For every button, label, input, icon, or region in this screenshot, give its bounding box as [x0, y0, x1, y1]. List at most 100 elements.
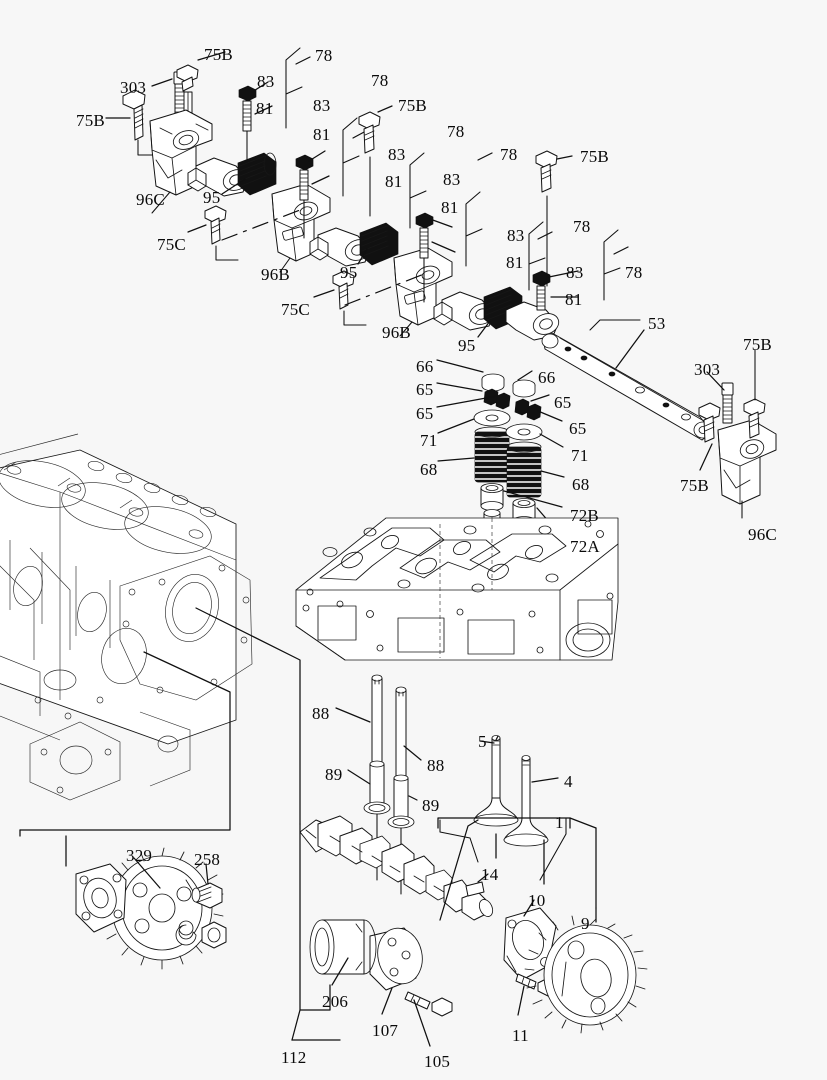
- coil-spring-68-right: [506, 441, 542, 498]
- callout-1-c55: 1: [555, 813, 564, 832]
- rocker-assembly-group-2: [187, 105, 399, 273]
- callout-65-c39: 65: [416, 404, 434, 423]
- adjuster-83-81-arm3: [415, 212, 434, 303]
- callout-303-c3: 303: [120, 78, 147, 97]
- valve-lifter-1: [363, 760, 391, 881]
- adjuster-83-81-arm1: [238, 85, 257, 169]
- oil-pump-hub: [75, 863, 127, 933]
- bolt-75b-right-vertical: [743, 398, 766, 439]
- callout-71-c42: 71: [571, 446, 589, 465]
- callout-81-c25: 81: [506, 253, 524, 272]
- callout-329-c56: 329: [126, 846, 153, 865]
- adjuster-83-81-arm4: [532, 270, 551, 311]
- callout-81-c20: 81: [441, 198, 459, 217]
- exhaust-valve-4: [503, 755, 549, 847]
- engine-block: [0, 433, 253, 801]
- callout-75B-c6: 75B: [76, 111, 105, 130]
- callout-5-c51: 5: [478, 732, 487, 751]
- rocker-arm-3: [433, 291, 496, 331]
- callout-53-c30: 53: [648, 314, 666, 333]
- callout-66-c35: 66: [416, 357, 434, 376]
- fuel-cam-bolt-105: [404, 991, 453, 1017]
- camshaft-gear-9: [524, 915, 648, 1034]
- rocker-shaft-53: [541, 332, 713, 441]
- rocker-arm-1: [187, 157, 250, 197]
- set-screw-258: [191, 882, 223, 909]
- callout-83-c21: 83: [507, 226, 525, 245]
- oil-pump-drive-gear-329: [100, 847, 224, 970]
- rocker-arm-4: [505, 301, 560, 341]
- rocker-bracket-96b-1: [271, 183, 331, 262]
- callout-88-c49: 88: [312, 704, 330, 723]
- callout-68-c44: 68: [572, 475, 590, 494]
- callout-66-c36: 66: [538, 368, 556, 387]
- callout-95-c24: 95: [340, 263, 358, 282]
- callout-96C-c12: 96C: [136, 190, 165, 209]
- callout-96B-c23: 96B: [261, 265, 290, 284]
- coil-spring-68-left: [474, 426, 510, 483]
- bolt-75c-1: [204, 205, 227, 245]
- bolt-75b-3: [535, 150, 558, 193]
- rocker-spring-95-1: [237, 152, 277, 196]
- callout-14-c58: 14: [481, 865, 499, 884]
- valve-stem-seal-72b: [480, 483, 504, 511]
- bolt-75b-vertical-1: [181, 76, 194, 92]
- callout-78-c5: 78: [371, 71, 389, 90]
- callout-107-c62: 107: [372, 1021, 399, 1040]
- callout-65-c37: 65: [416, 380, 434, 399]
- callout-9-c60: 9: [581, 914, 590, 933]
- camshaft: [299, 815, 494, 921]
- callout-81-c7: 81: [256, 99, 274, 118]
- callout-83-c18: 83: [443, 170, 461, 189]
- bolt-75c-2: [332, 270, 355, 310]
- callout-65-c38: 65: [554, 393, 572, 412]
- callout-78-c27: 78: [625, 263, 643, 282]
- rocker-bracket-96c-right: [717, 419, 777, 505]
- callout-75B-c15: 75B: [580, 147, 609, 166]
- callout-71-c41: 71: [420, 431, 438, 450]
- callout-75B-c1: 75B: [204, 45, 233, 64]
- intake-valve-5: [473, 735, 519, 827]
- callout-89-c54: 89: [422, 796, 440, 815]
- callout-75C-c19: 75C: [157, 235, 186, 254]
- callout-72A-c47: 72A: [570, 537, 600, 556]
- callout-105-c65: 105: [424, 1052, 451, 1071]
- rocker-assembly-group-3: [313, 150, 629, 341]
- screw-303-right: [721, 382, 734, 424]
- callout-81-c10: 81: [313, 125, 331, 144]
- callout-68-c43: 68: [420, 460, 438, 479]
- callout-4-c53: 4: [564, 772, 573, 791]
- callout-75C-c28: 75C: [281, 300, 310, 319]
- adjuster-83-81-arm2: [295, 154, 314, 239]
- rocker-bracket-96b-2: [393, 247, 453, 326]
- callout-78-c14: 78: [500, 145, 518, 164]
- callout-78-c2: 78: [315, 46, 333, 65]
- woodruff-key-14: [465, 881, 485, 897]
- callout-95-c33: 95: [458, 336, 476, 355]
- callout-96C-c48: 96C: [748, 525, 777, 544]
- callout-81-c17: 81: [385, 172, 403, 191]
- callout-206-c61: 206: [322, 992, 349, 1011]
- callout-83-c26: 83: [566, 263, 584, 282]
- callout-75B-c31: 75B: [743, 335, 772, 354]
- callout-258-c57: 258: [194, 850, 221, 869]
- callout-78-c22: 78: [573, 217, 591, 236]
- valve-lifter-2: [387, 774, 415, 895]
- callout-81-c29: 81: [565, 290, 583, 309]
- callout-303-c34: 303: [694, 360, 721, 379]
- callout-75B-c45: 75B: [680, 476, 709, 495]
- callout-95-c16: 95: [203, 188, 221, 207]
- callout-78-c11: 78: [447, 122, 465, 141]
- callout-83-c8: 83: [313, 96, 331, 115]
- bolt-75b-right-left: [698, 402, 721, 443]
- fuel-pump-cam-107: [369, 927, 423, 991]
- rocker-arm-2: [309, 227, 372, 267]
- rocker-bracket-96c-left: [149, 109, 213, 196]
- callout-88-c50: 88: [427, 756, 445, 775]
- callout-96B-c32: 96B: [382, 323, 411, 342]
- callout-65-c40: 65: [569, 419, 587, 438]
- callout-10-c59: 10: [528, 891, 546, 910]
- camshaft-bushing-206: [309, 919, 377, 975]
